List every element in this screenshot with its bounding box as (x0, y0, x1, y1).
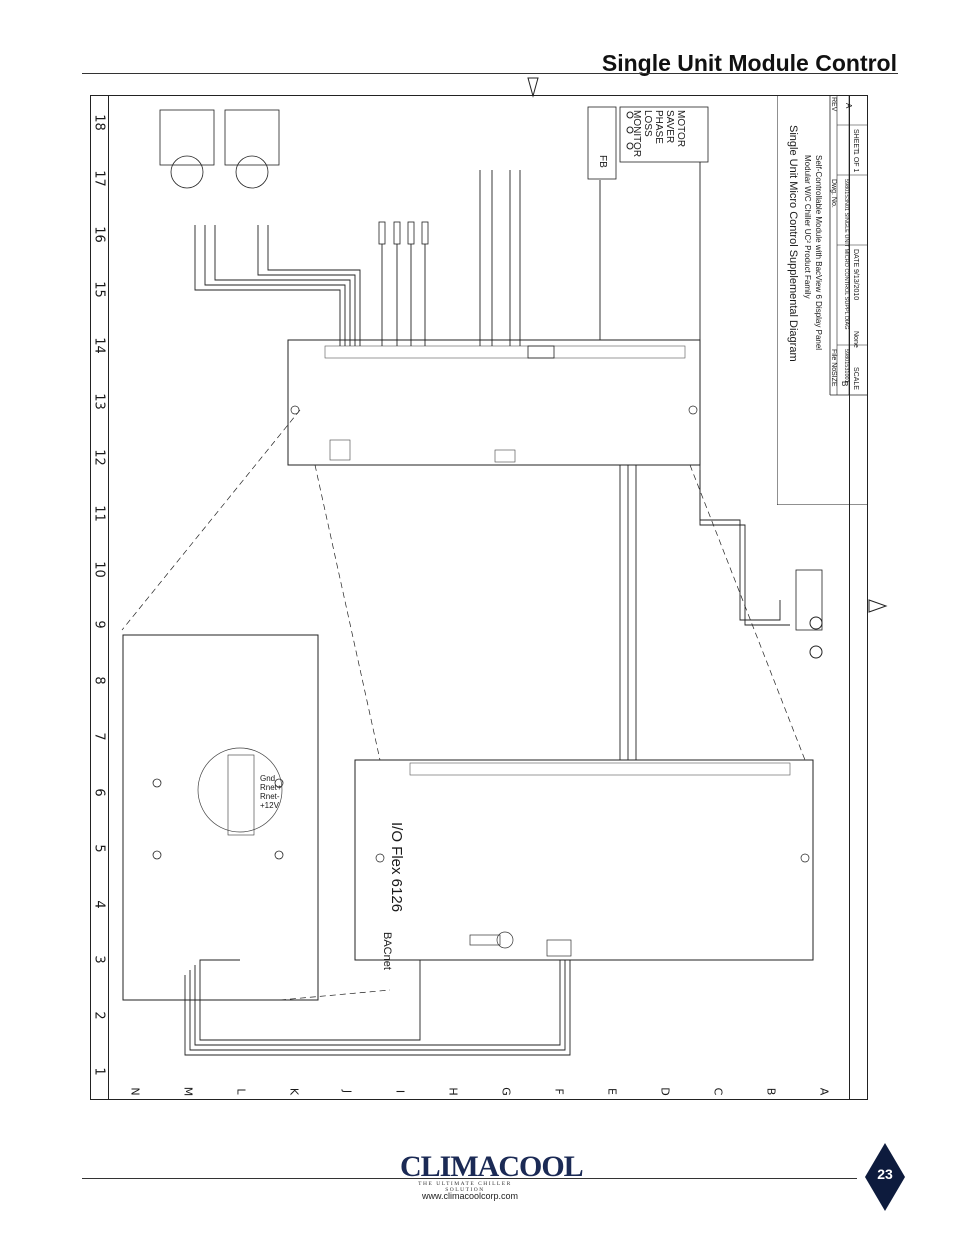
bacnet-label: BACnet (381, 932, 393, 970)
title-block: Single Unit Micro Control Supplemental D… (777, 95, 868, 505)
dwg-label: Dwg. No. (830, 179, 837, 208)
motor-saver-label: MOTOR SAVER PHASE LOSS MONITOR (631, 110, 686, 158)
rnet-terminal-labels: Gnd Rnet+ Rnet- +12V (260, 774, 282, 810)
size-label: SIZE (830, 371, 837, 387)
center-marker-top (527, 77, 539, 98)
header-rule (82, 73, 898, 74)
drawing-frame (90, 95, 868, 1100)
fb-label: FB (597, 155, 608, 168)
page-title: Single Unit Module Control (601, 50, 897, 76)
footer-url[interactable]: www.climacoolcorp.com (421, 1191, 519, 1201)
size-value: B (840, 381, 849, 387)
page-number: 23 (877, 1166, 893, 1182)
sheet-label: SHEET (852, 129, 859, 153)
diagram-title: Single Unit Micro Control Supplemental D… (787, 125, 799, 362)
io-flex-board (354, 759, 814, 961)
rev-label: REV (830, 97, 837, 112)
file-value: 59801531001 (843, 349, 849, 383)
rnet-minus-label: Rnet- (260, 792, 280, 801)
rnet-plus-label: Rnet+ (260, 783, 282, 792)
expansion-terminal-strip (324, 345, 686, 359)
page-badge (865, 1143, 905, 1211)
scale-label: SCALE (852, 367, 859, 390)
io-flex-label: I/O Flex 6126 (388, 822, 405, 913)
bacview-panel (122, 634, 319, 1001)
gnd-label: Gnd (260, 774, 276, 783)
product-line-1: Modular W/C Chiller UC² Product Family (803, 155, 812, 299)
date-value: 9/13/2010 (852, 269, 859, 301)
sheet-value: 1 OF 1 (852, 151, 859, 173)
climacool-logo: CLIMACOOL THE ULTIMATE CHILLER SOLUTION (400, 1150, 584, 1193)
center-marker-right (868, 599, 888, 613)
dwg-value: 59801S3N01 SINGLE UNIT MICRO CONTROL SUP… (843, 179, 849, 330)
expansion-board (287, 339, 701, 466)
scale-value: None (852, 331, 859, 348)
logo-tagline: THE ULTIMATE CHILLER SOLUTION (418, 1181, 512, 1193)
footer-rule (82, 1178, 857, 1179)
rev-value: A (844, 103, 853, 109)
date-label: DATE (852, 249, 859, 268)
file-label: File No. (830, 349, 837, 374)
product-line-2: Self-Controllable Module with BacView 6 … (814, 155, 823, 351)
v12-label: +12V (260, 801, 279, 810)
drawing-inner-frame (108, 95, 850, 1100)
